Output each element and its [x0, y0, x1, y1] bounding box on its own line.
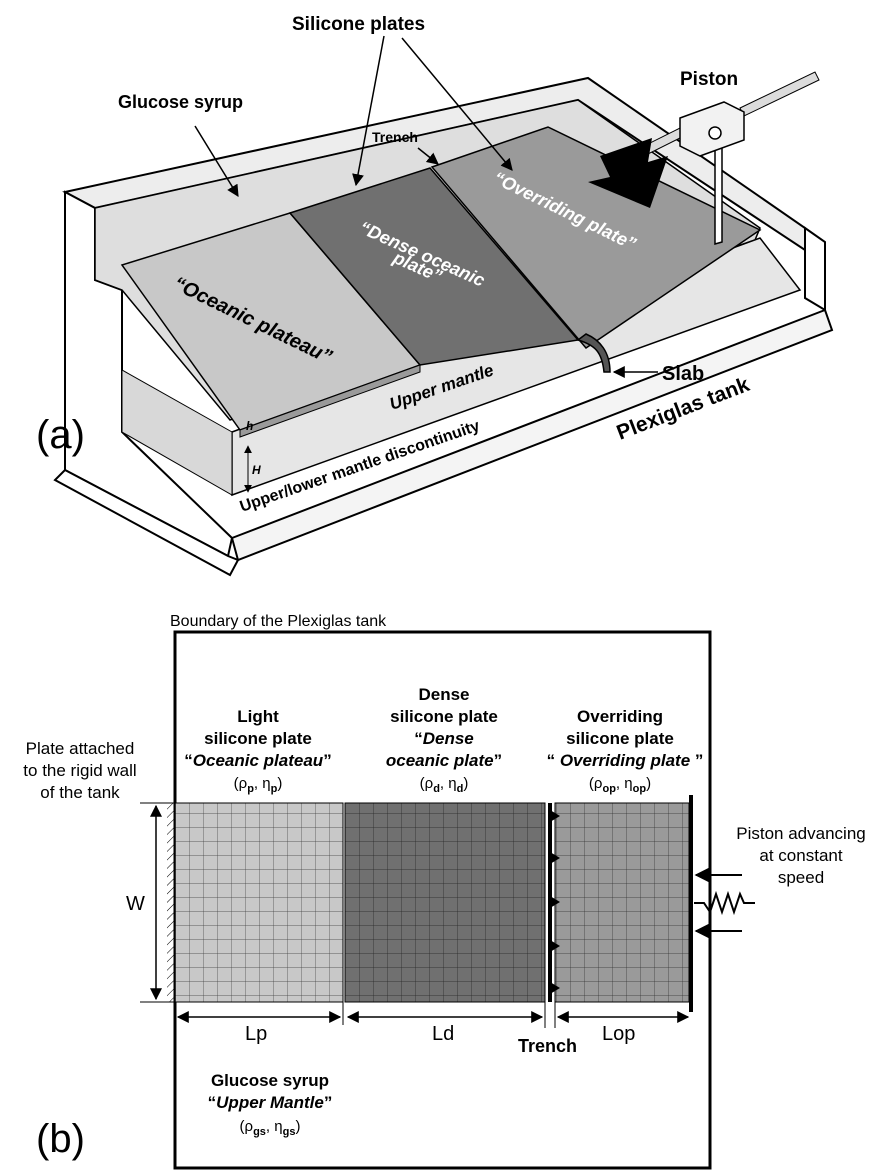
label-H: H	[252, 463, 261, 477]
svg-text:Dense: Dense	[418, 685, 469, 704]
tank-base-rim	[53, 468, 240, 577]
label-piston: Piston	[680, 69, 738, 90]
label-boundary: Boundary of the Plexiglas tank	[170, 613, 387, 630]
label-Lp: Lp	[245, 1023, 267, 1045]
panel-a-label: (a)	[36, 413, 85, 457]
svg-text:speed: speed	[778, 868, 824, 887]
svg-text:silicone plate: silicone plate	[566, 729, 674, 748]
svg-text:(ρp, ηp): (ρp, ηp)	[234, 775, 283, 795]
tank-right-wall	[804, 226, 826, 312]
svg-text:Overriding: Overriding	[577, 707, 663, 726]
svg-text:“Dense: “Dense	[414, 729, 474, 748]
label-trench: Trench	[372, 129, 418, 145]
push-arrow	[588, 138, 668, 208]
label-glucose-syrup: Glucose syrup	[118, 92, 243, 112]
svg-text:at constant: at constant	[759, 846, 842, 865]
tank-floor	[230, 308, 834, 562]
piston-advancing-label: Piston advancing at constant speed	[736, 824, 865, 887]
slab	[576, 333, 611, 373]
overriding-plate-label: Overriding silicone plate “ Overriding p…	[547, 707, 704, 795]
panel-a: Silicone plates Piston Glucose syrup Tre…	[36, 14, 834, 577]
svg-text:silicone plate: silicone plate	[204, 729, 312, 748]
svg-text:Piston advancing: Piston advancing	[736, 824, 865, 843]
overriding-plate	[430, 126, 762, 349]
dense-plate-label: Dense silicone plate “Dense oceanic plat…	[386, 685, 502, 795]
label-Ld: Ld	[432, 1023, 454, 1045]
svg-text:Plate attached: Plate attached	[26, 739, 135, 758]
svg-text:Light: Light	[237, 707, 279, 726]
panel-b-label: (b)	[36, 1117, 85, 1161]
label-trench-b: Trench	[518, 1036, 577, 1056]
label-silicone-plates: Silicone plates	[292, 14, 425, 35]
piston-wall	[714, 147, 723, 245]
light-plate-label: Light silicone plate “Oceanic plateau” (…	[184, 707, 331, 795]
svg-text:“Upper Mantle”: “Upper Mantle”	[208, 1093, 333, 1112]
oceanic-plateau-edge	[239, 364, 421, 438]
panel-b: Boundary of the Plexiglas tank W	[23, 613, 866, 1170]
svg-text:“ Overriding plate ”: “ Overriding plate ”	[547, 751, 704, 770]
label-Lop: Lop	[602, 1023, 635, 1045]
svg-text:(ρd, ηd): (ρd, ηd)	[420, 775, 469, 795]
svg-text:of the tank: of the tank	[40, 783, 120, 802]
rigid-wall-hatch	[167, 803, 175, 1002]
piston-spring	[694, 890, 755, 916]
piston-rod-right	[739, 71, 820, 117]
overriding-plate-grid	[554, 802, 690, 1003]
svg-text:Glucose syrup: Glucose syrup	[211, 1071, 329, 1090]
svg-text:silicone plate: silicone plate	[390, 707, 498, 726]
svg-text:“Oceanic plateau”: “Oceanic plateau”	[184, 751, 331, 770]
dense-plate-grid	[344, 802, 546, 1003]
attached-label: Plate attached to the rigid wall of the …	[23, 739, 136, 802]
svg-text:oceanic plate”: oceanic plate”	[386, 751, 502, 770]
syrup-left-face	[121, 369, 233, 496]
label-h: h	[246, 419, 253, 433]
svg-text:to the rigid wall: to the rigid wall	[23, 761, 136, 780]
piston-bolt	[708, 126, 722, 140]
label-slab: Slab	[662, 363, 704, 385]
label-W: W	[126, 893, 145, 915]
light-plate-grid	[174, 802, 344, 1003]
